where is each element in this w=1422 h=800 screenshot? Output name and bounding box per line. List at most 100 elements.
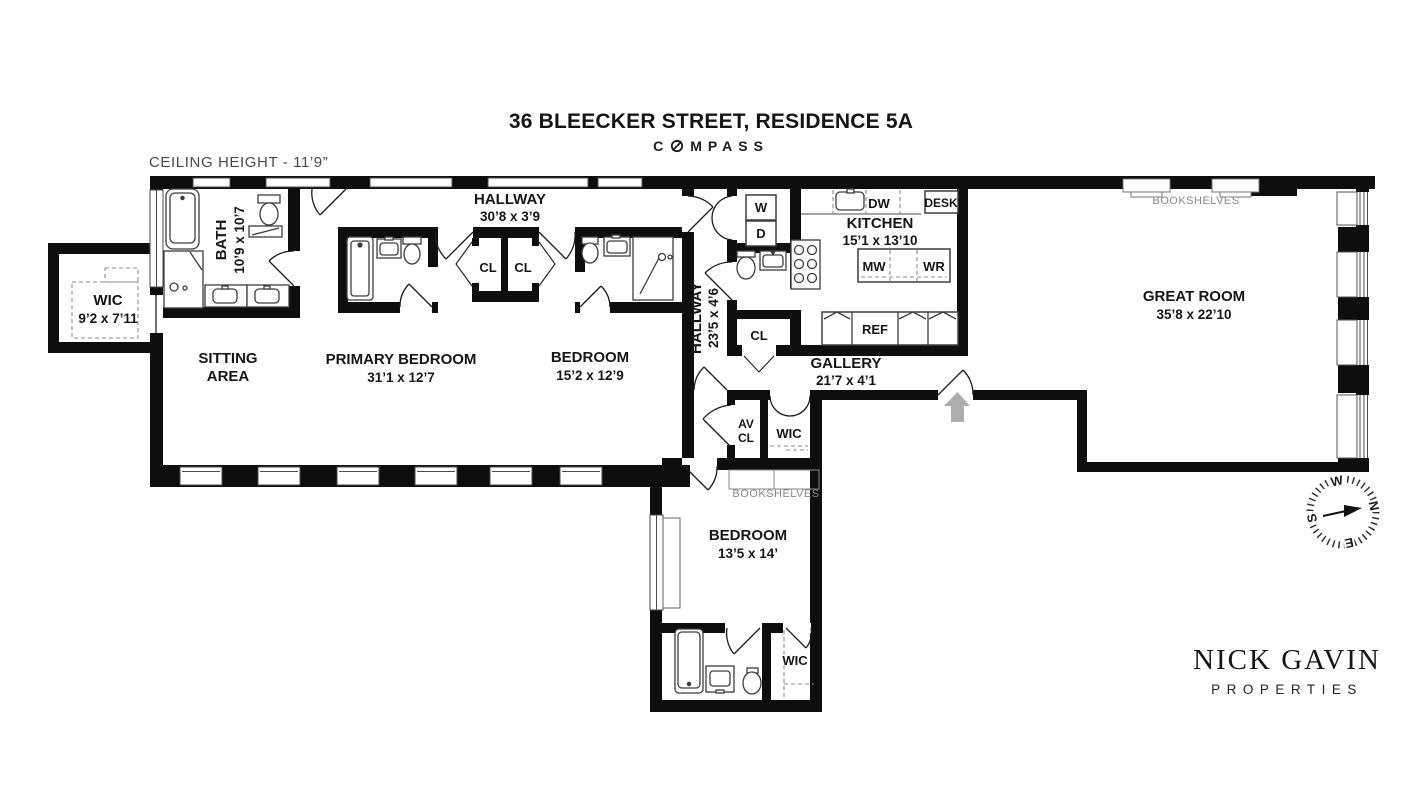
kitchen-label: KITCHEN	[847, 215, 914, 232]
shower-icon	[632, 236, 674, 301]
bedroom-lower-door	[683, 465, 718, 491]
header: 36 BLEECKER STREET, RESIDENCE 5A C MPASS	[0, 110, 1422, 154]
av-closet-label-2: CL	[738, 431, 754, 445]
primary-bedroom-label: PRIMARY BEDROOM	[326, 351, 477, 368]
corridor-closet-bifold	[743, 355, 775, 373]
bedroom-mid-dims: 15’2 x 12’9	[556, 368, 624, 383]
av-closet-door	[702, 404, 732, 448]
av-closet-label-1: AV	[738, 417, 754, 431]
bedroom-lower-dims: 13’5 x 14’	[718, 546, 778, 561]
fixtures	[163, 188, 959, 695]
compass-brokerage-logo: C MPASS	[0, 138, 1422, 154]
dishwasher-label: DW	[868, 196, 890, 211]
brand-footer: NICK GAVIN PROPERTIES	[1182, 644, 1392, 697]
compass-rose: N E S W	[1302, 470, 1385, 553]
ensuite-bath-door	[399, 283, 433, 308]
washer-box	[745, 194, 777, 221]
logo-post: MPASS	[690, 138, 769, 154]
lower-wic-door	[785, 627, 813, 649]
sink-icon	[603, 234, 631, 257]
compass-n: N	[1366, 500, 1383, 512]
kitchen-cabinets	[821, 311, 959, 346]
wic-left-dims: 9’2 x 7’11	[78, 311, 138, 326]
bookshelves-lower-icon	[728, 469, 820, 490]
bath-dims: 10’9 x 10’7	[232, 206, 247, 274]
closet-dashes	[71, 190, 947, 698]
ceiling-height-note: CEILING HEIGHT - 11’9”	[149, 154, 328, 171]
washer-label: W	[755, 200, 768, 215]
great-room-label: GREAT ROOM	[1143, 288, 1245, 305]
entry-arrow-icon	[944, 392, 970, 422]
compass-needle-icon	[1344, 505, 1362, 517]
bookshelves-lower-label: BOOKSHELVES	[732, 488, 819, 500]
closet-left-bifold	[455, 241, 473, 287]
shower-icon	[163, 250, 204, 309]
range-icon	[790, 239, 821, 290]
hallway-top-label: HALLWAY	[474, 191, 546, 208]
lower-bath-door	[725, 627, 761, 655]
mid-bath-door	[579, 285, 611, 308]
bath-label: BATH	[213, 220, 230, 261]
bath-door	[268, 250, 295, 287]
wic-left-label: WIC	[93, 292, 122, 309]
hallway-corridor-door	[687, 195, 714, 233]
bedroom-mid-door	[538, 231, 576, 260]
corridor-gallery-door	[693, 366, 728, 391]
shelf-icon	[248, 225, 283, 238]
compass-s: S	[1304, 512, 1321, 524]
bedroom-mid-label: BEDROOM	[551, 349, 629, 366]
entry-door	[937, 369, 974, 396]
bathtub-icon	[165, 188, 200, 250]
sink-icon	[759, 250, 787, 271]
wic-upper-doors	[769, 395, 811, 417]
page-title: 36 BLEECKER STREET, RESIDENCE 5A	[508, 110, 914, 133]
brand-subtitle: PROPERTIES	[1211, 682, 1363, 697]
primary-bedroom-dims: 31’1 x 12’7	[367, 370, 435, 385]
washer-dryer-doors	[711, 195, 733, 241]
window-glazing-lines	[156, 190, 1368, 610]
closet-left-label: CL	[479, 260, 496, 275]
hallway-west-door	[311, 188, 347, 216]
brand-name: NICK GAVIN	[1193, 644, 1381, 676]
powder-room-door	[704, 261, 733, 301]
sink-icon	[376, 236, 402, 259]
bookshelves-top-niche-icon	[1122, 178, 1260, 198]
double-vanity-icon	[204, 284, 290, 308]
fridge-label: REF	[862, 322, 888, 337]
hallway-mid-label: HALLWAY	[688, 282, 705, 354]
sink-icon	[705, 665, 735, 694]
compass-e: E	[1343, 535, 1355, 552]
primary-bedroom-door	[434, 231, 474, 260]
closet-right-bifold	[538, 241, 556, 287]
sitting-area-label-2: AREA	[207, 368, 250, 385]
toilet-icon	[742, 667, 762, 695]
toilet-icon	[736, 250, 756, 280]
hallway-top-dims: 30’8 x 3’9	[480, 209, 540, 224]
bedroom-lower-label: BEDROOM	[709, 527, 787, 544]
dryer-label: D	[756, 226, 765, 241]
desk-box	[924, 190, 959, 214]
gallery-label: GALLERY	[810, 355, 881, 372]
wic-upper-label: WIC	[776, 426, 802, 441]
kitchen-dims: 15’1 x 13’10	[842, 233, 917, 248]
microwave-label: MW	[862, 259, 886, 274]
doors	[155, 188, 974, 655]
toilet-icon	[581, 236, 599, 264]
logo-pre: C	[653, 138, 670, 154]
slashed-o-icon	[671, 139, 684, 153]
hallway-mid-dims: 23’5 x 4’6	[706, 287, 721, 348]
kitchen-counter	[801, 188, 921, 215]
toilet-icon	[402, 236, 422, 265]
closet-right-label: CL	[514, 260, 531, 275]
gallery-dims: 21’7 x 4’1	[816, 373, 877, 388]
shower-icon	[346, 236, 374, 301]
walls	[48, 176, 1375, 712]
sitting-area-label-1: SITTING	[198, 350, 257, 367]
bathtub-icon	[674, 628, 704, 694]
bookshelves-top-label: BOOKSHELVES	[1152, 195, 1239, 207]
wic-lower-label: WIC	[782, 653, 808, 668]
great-room-dims: 35’8 x 22’10	[1156, 307, 1231, 322]
corridor-closet-label: CL	[750, 328, 767, 343]
compass-w: W	[1329, 472, 1345, 489]
